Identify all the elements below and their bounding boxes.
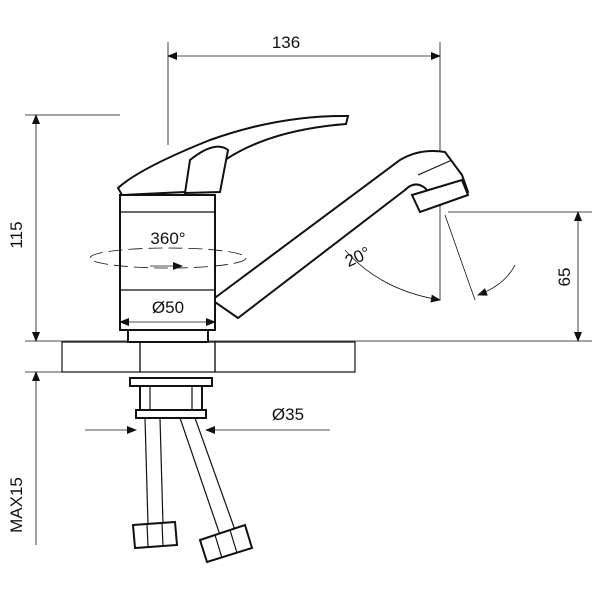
spout [210,150,470,320]
dimension-height: 115 [7,114,40,342]
rotation-label: 360° [150,229,185,248]
dimension-spout-reach: 136 [167,33,441,60]
dimension-outlet-height: 65 [555,211,582,342]
spout-reach-label: 136 [272,33,300,52]
countertop [61,341,356,373]
mount-hole-label: Ø35 [272,405,304,424]
dimension-spout-angle: 20° [342,214,516,303]
supply-hoses [131,417,254,564]
height-label: 115 [7,221,26,248]
outlet-height-label: 65 [555,268,574,287]
dimension-mount-hole: Ø35 [85,405,330,434]
faucet-body [119,194,216,343]
mounting-shank [129,377,213,419]
rotation-indicator: 360° [89,229,247,270]
lever-handle [116,114,350,197]
dimension-max-thickness: MAX15 [7,371,40,545]
body-diameter-label: Ø50 [152,298,184,317]
dimension-body-diameter: Ø50 [119,298,216,326]
extension-lines [25,42,592,373]
max-thickness-label: MAX15 [7,477,26,533]
spout-angle-label: 20° [342,243,373,271]
